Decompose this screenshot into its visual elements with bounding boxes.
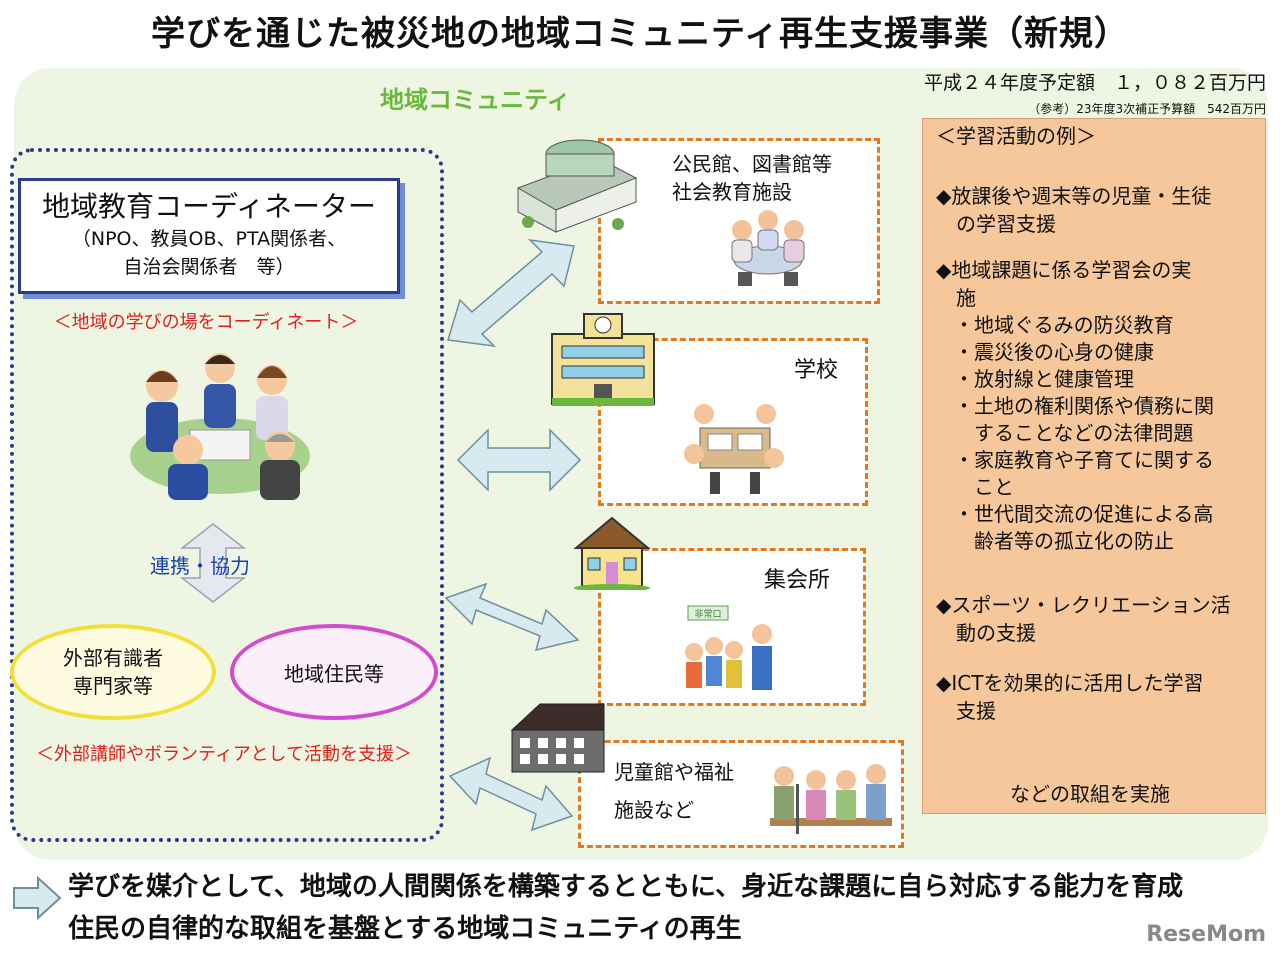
coordinator-note: ＜地域の学びの場をコーディネート＞: [53, 312, 359, 333]
example-item: ◆地域課題に係る学習会の実 施 ・地域ぐるみの防災教育 ・震災後の心身の健康 ・…: [936, 256, 1260, 555]
external-experts: 外部有識者 専門家等: [10, 624, 216, 720]
example-sub-line: ・家庭教育や子育てに関する: [954, 448, 1214, 472]
conclusion-line-2: 住民の自律的な取組を基盤とする地域コミュニティの再生: [68, 914, 742, 944]
right-arrow-icon: [13, 876, 62, 920]
children-studying-icon: [684, 404, 784, 494]
collaboration-label: 連携・協力: [150, 554, 250, 578]
budget-amount: 平成２４年度予定額 １，０８２百万円: [923, 72, 1266, 94]
example-item: ◆ICTを効果的に活用した学習 支援: [936, 669, 1260, 725]
page-title: 学びを通じた被災地の地域コミュニティ再生支援事業（新規）: [151, 14, 1129, 54]
school-building-icon: [551, 313, 655, 406]
local-residents-label: 地域住民等: [284, 661, 384, 686]
example-sub-line: こと: [954, 475, 1014, 499]
example-line: ◆地域課題に係る学習会の実: [936, 258, 1192, 282]
welfare-building-icon: [510, 703, 605, 773]
coordinator-sub-1: （NPO、教員OB、PTA関係者、: [71, 228, 347, 250]
resemom-logo: ReseMom: [1146, 922, 1266, 947]
example-line: 動の支援: [936, 621, 1036, 645]
coordinator-sub-2: 自治会関係者 等）: [123, 256, 295, 278]
example-line: ◆放課後や週末等の児童・生徒: [936, 184, 1212, 208]
budget-reference: （参考）23年度3次補正予算額 542百万円: [1028, 102, 1266, 116]
example-line: 施: [936, 286, 976, 310]
facility-public-line-1: 公民館、図書館等: [672, 152, 832, 176]
examples-footer: などの取組を実施: [1010, 782, 1170, 806]
community-center-building-icon: [516, 139, 638, 233]
coordinator-title: 地域教育コーディネーター: [41, 190, 377, 223]
example-sub-line: することなどの法律問題: [954, 421, 1194, 445]
example-sub-line: ・放射線と健康管理: [954, 367, 1134, 391]
example-sub-line: ・震災後の心身の健康: [954, 340, 1154, 364]
example-sub-line: ・土地の権利関係や債務に関: [954, 394, 1214, 418]
facility-public-line-2: 社会教育施設: [672, 180, 792, 204]
community-label: 地域コミュニティ: [380, 86, 571, 114]
examples-list: ◆放課後や週末等の児童・生徒 の学習支援 ◆地域課題に係る学習会の実 施 ・地域…: [936, 182, 1260, 725]
meeting-people-icon: [130, 353, 310, 500]
local-residents: 地域住民等: [230, 624, 438, 720]
double-arrow-icon: [444, 582, 580, 652]
example-line: 支援: [936, 699, 996, 723]
example-sub-line: ・世代間交流の促進による高: [954, 502, 1214, 526]
facility-welfare-line-1: 児童館や福祉: [614, 760, 734, 784]
coordinator-box: 地域教育コーディネーター （NPO、教員OB、PTA関係者、 自治会関係者 等）: [18, 178, 400, 294]
exit-sign: 非常口: [694, 608, 721, 620]
house-icon: [573, 516, 651, 590]
example-sub-line: 齢者等の孤立化の防止: [954, 529, 1174, 553]
external-experts-line-1: 外部有識者: [63, 646, 163, 670]
study-group-icon: [731, 210, 805, 286]
facility-meeting-label: 集会所: [764, 568, 831, 593]
double-arrow-icon: [456, 428, 582, 492]
example-item: ◆放課後や週末等の児童・生徒 の学習支援: [936, 182, 1260, 238]
support-note: ＜外部講師やボランティアとして活動を支援＞: [35, 744, 413, 765]
examples-panel: [922, 118, 1266, 814]
conclusion-line-1: 学びを媒介として、地域の人間関係を構築するとともに、身近な課題に自ら対応する能力…: [68, 872, 1184, 902]
example-item: ◆スポーツ・レクリエーション活 動の支援: [936, 591, 1260, 647]
example-sub-line: ・地域ぐるみの防災教育: [954, 313, 1174, 337]
kids-gathering-icon: 非常口: [685, 605, 772, 690]
examples-header: ＜学習活動の例＞: [936, 124, 1096, 148]
example-line: ◆スポーツ・レクリエーション活: [936, 593, 1231, 617]
elderly-people-icon: [770, 764, 892, 834]
double-arrow-icon: [447, 238, 575, 348]
facility-welfare-line-2: 施設など: [614, 798, 694, 822]
example-line: の学習支援: [936, 212, 1056, 236]
example-line: ◆ICTを効果的に活用した学習: [936, 671, 1204, 695]
facility-school-label: 学校: [794, 358, 839, 383]
collaboration-arrow-icon: [180, 523, 246, 603]
double-arrow-icon: [448, 756, 574, 832]
coordinator-panel: [10, 148, 444, 842]
external-experts-line-2: 専門家等: [73, 674, 153, 698]
